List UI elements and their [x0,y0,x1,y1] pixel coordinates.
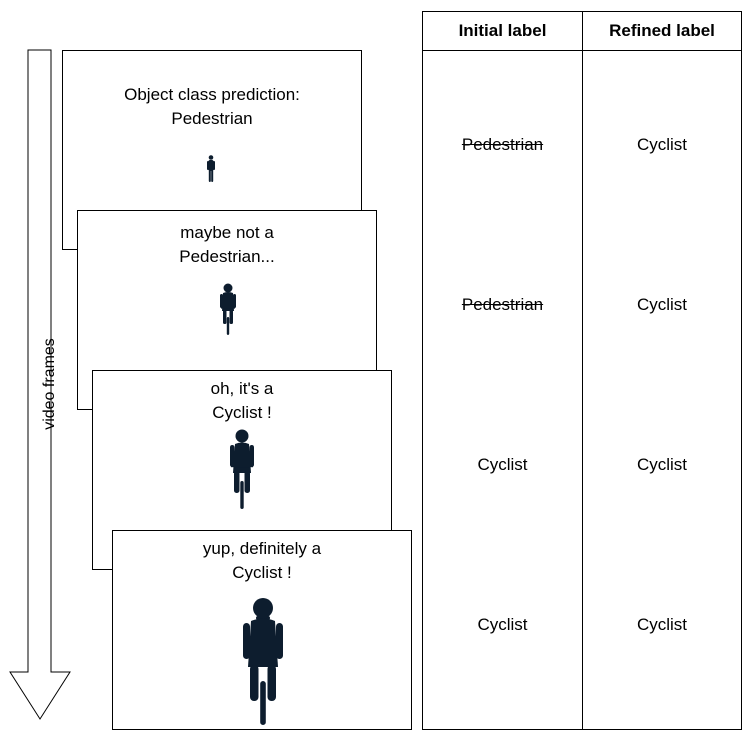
frame-caption-line-1: maybe not a [180,223,274,242]
frame-caption-line-2: Pedestrian... [179,247,275,266]
pedestrian-silhouette-icon [207,155,215,182]
refined-label-cell: Cyclist [636,615,688,634]
label-table: Initial label Refined label Pedestrian C… [422,11,742,730]
header-divider [423,50,741,51]
arrow-shape [9,49,71,720]
initial-label-cell: Pedestrian [461,135,544,154]
frame-caption-line-1: oh, it's a [210,379,274,398]
cyclist-silhouette-icon [220,283,236,335]
refined-label-cell: Cyclist [636,455,688,474]
video-frame-4: yup, definitely a Cyclist ! [112,530,412,730]
refined-label-cell: Cyclist [636,295,688,314]
header-initial-label: Initial label [458,21,547,40]
initial-label-cell: Cyclist [477,455,528,474]
frame-caption-line-2: Cyclist ! [232,563,292,582]
frame-caption-line-1: yup, definitely a [202,539,322,558]
frame-caption-line-2: Pedestrian [171,109,253,128]
cyclist-silhouette-icon [243,598,283,725]
cyclist-silhouette-icon [230,429,254,509]
initial-label-cell: Pedestrian [461,295,544,314]
header-refined-label: Refined label [609,21,715,40]
video-frames-arrow [9,49,71,720]
frame-caption-line-1: Object class prediction: [124,85,300,104]
frame-caption-line-2: Cyclist ! [212,403,272,422]
arrow-label: video frames [41,338,58,430]
column-divider [582,12,583,729]
initial-label-cell: Cyclist [477,615,528,634]
refined-label-cell: Cyclist [636,135,688,154]
